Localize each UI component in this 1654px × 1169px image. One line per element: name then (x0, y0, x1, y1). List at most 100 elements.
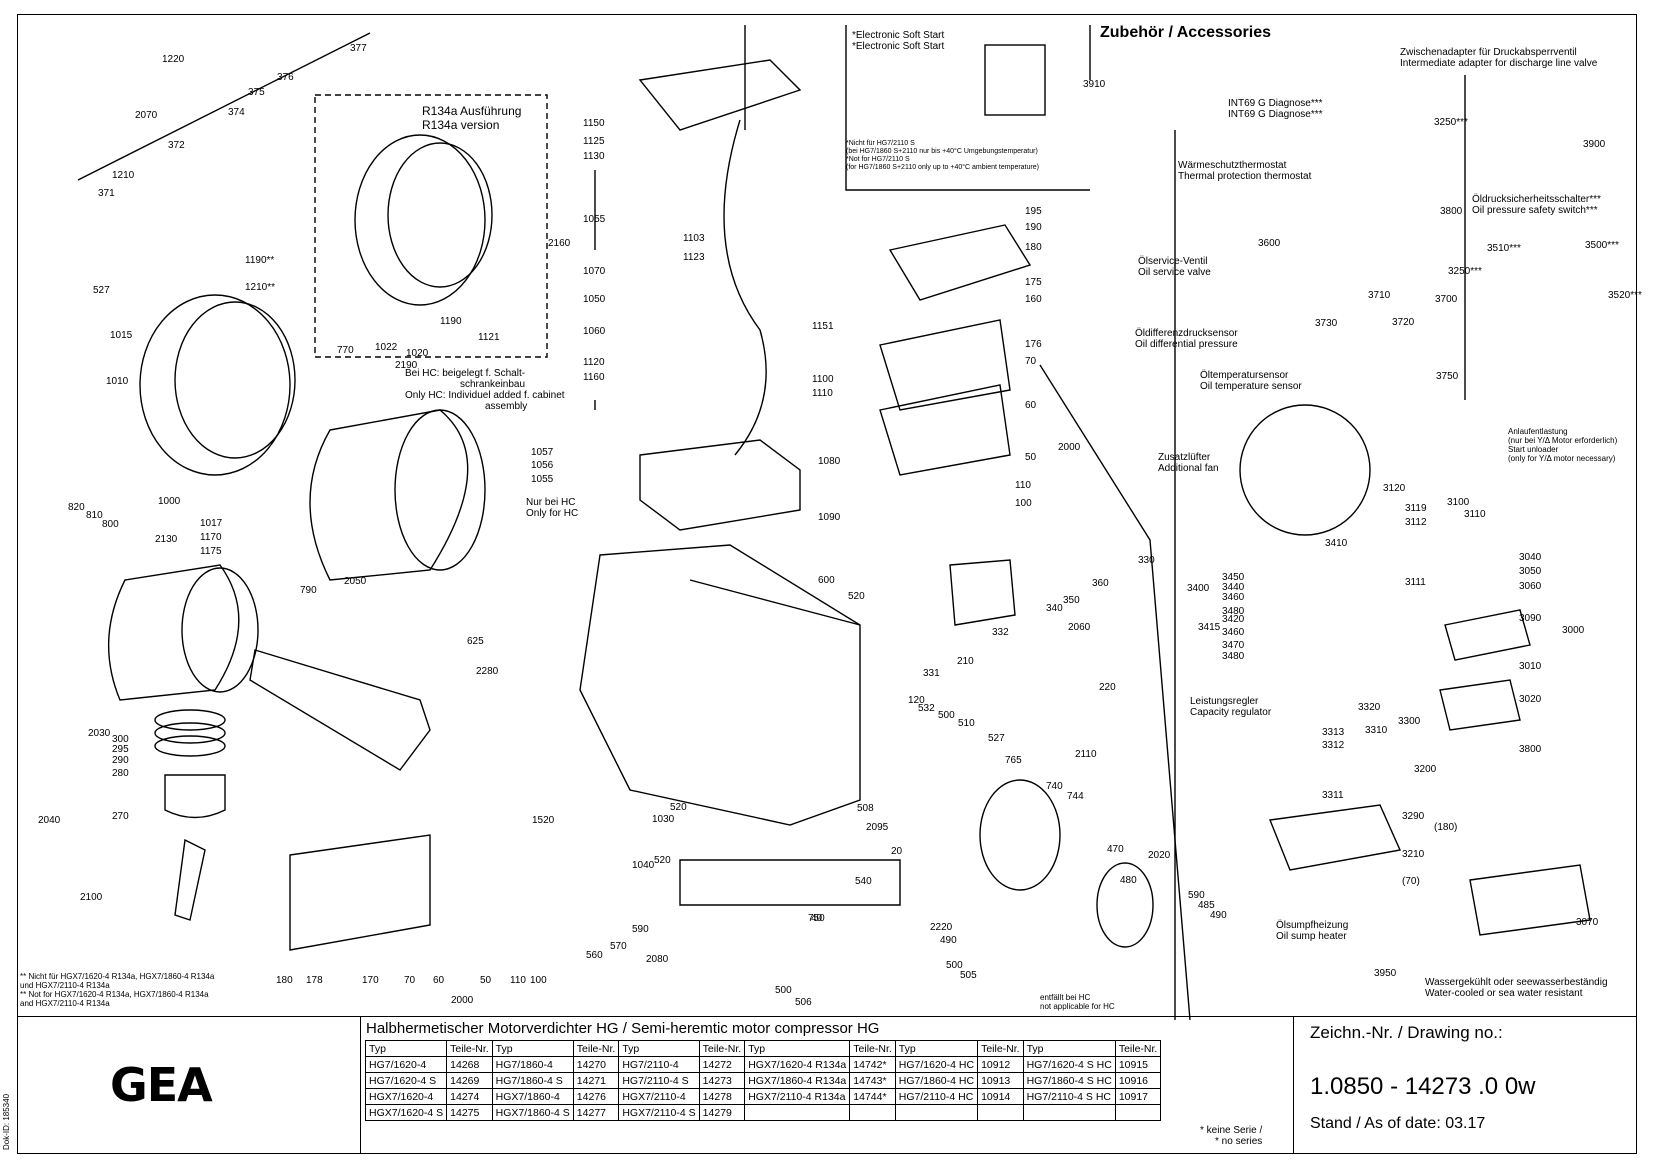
part-number-label: 2020 (1148, 850, 1171, 861)
r134a-de: R134a Ausführung (422, 104, 522, 118)
part-number-label: 790 (300, 585, 317, 596)
soft-start-line: *Electronic Soft Start (852, 30, 945, 41)
part-number-label: 120 (908, 695, 925, 706)
part-number-label: 376 (277, 72, 294, 83)
part-number-label: 1015 (110, 330, 133, 341)
intermediate-adapter-note: Zwischenadapter für Druckabsperrventil I… (1400, 47, 1597, 69)
parts-table-cell: HG7/1620-4 S HC (1022, 1056, 1116, 1073)
note-line: Öldifferenzdrucksensor (1135, 328, 1238, 339)
parts-table-cell: 14273 (698, 1072, 746, 1089)
parts-table-cell: HGX7/1860-4 S (491, 1104, 574, 1121)
part-number-label: 820 (68, 502, 85, 513)
part-number-label: 1175 (200, 546, 222, 557)
rotor-part (108, 564, 240, 701)
part-number-label: 1020 (406, 348, 429, 359)
parts-table-cell: 10913 (977, 1072, 1024, 1089)
part-number-label: 2130 (155, 534, 178, 545)
part-number-label: 1060 (583, 326, 606, 337)
crankcase-part (579, 544, 861, 826)
part-number-label: 3510*** (1487, 243, 1521, 254)
parts-table-cell: 14278 (698, 1088, 746, 1105)
part-number-label: 3750 (1436, 371, 1459, 382)
r134a-label: R134a Ausführung R134a version (422, 104, 521, 132)
part-number-label: 210 (957, 656, 974, 667)
part-number-label: 2080 (646, 954, 669, 965)
hc-cabinet-line: Only HC: Individuel added f. cabinet (405, 390, 565, 401)
part-number-label: 60 (1025, 400, 1037, 411)
note-line: Capacity regulator (1190, 707, 1272, 718)
note-line: INT69 G Diagnose*** (1228, 109, 1323, 120)
oil-pressure-switch-note: Öldrucksicherheitsschalter*** Oil pressu… (1472, 194, 1601, 216)
parts-table-header-cell: Teile-Nr. (977, 1040, 1024, 1057)
part-number-label: 331 (923, 668, 940, 679)
part-number-label: 40 (811, 913, 823, 924)
note-line: Oil pressure safety switch*** (1472, 205, 1598, 216)
part-number-label: 1040 (632, 860, 655, 871)
note-line: ** Not for HGX7/1620-4 R134a, HGX7/1860-… (20, 990, 209, 999)
part-number-label: 160 (1025, 294, 1042, 305)
part-number-label: 500 (775, 985, 792, 996)
part-number-label: 520 (654, 855, 671, 866)
part-number-label: 1103 (683, 233, 705, 244)
part-number-label: 1220 (162, 54, 185, 65)
parts-table-cell (894, 1104, 979, 1121)
part-number-label: 3210 (1402, 849, 1425, 860)
part-number-label: 505 (960, 970, 977, 981)
part-number-label: 3313 (1322, 727, 1345, 738)
part-number-label: 1022 (375, 342, 398, 353)
ambient-line: *Nicht für HG7/2110 S (846, 140, 915, 147)
parts-table-cell: HG7/1620-4 S (364, 1072, 448, 1089)
part-number-label: 740 (1046, 781, 1063, 792)
part-number-label: 590 (1188, 890, 1205, 901)
part-number-label: 1000 (158, 496, 181, 507)
parts-table-header-cell: Teile-Nr. (698, 1040, 746, 1057)
hc-legend: entfällt bei HC not applicable for HC (1040, 993, 1115, 1011)
parts-table-cell: HGX7/2110-4 S (618, 1104, 700, 1121)
note-line: (nur bei Y/Δ Motor erforderlich) (1508, 436, 1618, 445)
part-number-label: 3700 (1435, 294, 1458, 305)
part-number-label: 1080 (818, 456, 841, 467)
water-cooled-note: Wassergekühlt oder seewasserbeständig Wa… (1425, 977, 1608, 999)
part-number-label: 800 (102, 519, 119, 530)
part-number-label: 570 (610, 941, 627, 952)
part-number-label: 510 (958, 718, 975, 729)
part-number-label: 2100 (80, 892, 103, 903)
part-number-label: 3910 (1083, 79, 1106, 90)
oil-sump-note: Ölsumpfheizung Oil sump heater (1276, 920, 1348, 942)
parts-table-cell: 14275 (446, 1104, 493, 1121)
part-number-label: 1030 (652, 814, 675, 825)
parts-table-header-cell: Typ (491, 1040, 574, 1057)
parts-table-cell: HG7/2110-4 (618, 1056, 700, 1073)
part-number-label: 1100 (812, 374, 834, 385)
part-number-label: 3320 (1358, 702, 1381, 713)
conrod-part (174, 838, 206, 921)
parts-table-header-cell: Teile-Nr. (446, 1040, 493, 1057)
parts-table-cell: 10915 (1114, 1056, 1162, 1073)
note-line: Öltemperatursensor (1200, 370, 1289, 381)
part-number-label: 340 (1046, 603, 1063, 614)
int69-note: INT69 G Diagnose*** INT69 G Diagnose*** (1228, 98, 1323, 120)
part-number-label: 3120 (1383, 483, 1406, 494)
title-block-divider (360, 1016, 361, 1154)
part-number-label: 3710 (1368, 290, 1391, 301)
drawing-number: 1.0850 - 14273 .0 0w (1310, 1073, 1536, 1100)
note-line: ** Nicht für HGX7/1620-4 R134a, HGX7/186… (20, 972, 215, 981)
part-number-label: 1190 (440, 316, 462, 327)
part-number-label: 100 (530, 975, 547, 986)
part-number-label: 2190 (395, 360, 418, 371)
not-for-hgx-note: ** Nicht für HGX7/1620-4 R134a, HGX7/186… (20, 972, 214, 1008)
parts-table-cell (849, 1104, 896, 1121)
part-number-label: 3800 (1440, 206, 1463, 217)
r134a-dashed-box (314, 94, 548, 358)
part-number-label: 527 (93, 285, 110, 296)
note-line: * no series (1215, 1136, 1263, 1147)
parts-table-header-cell: Typ (744, 1040, 851, 1057)
part-number-label: 1120 (583, 357, 605, 368)
parts-table-cell: HG7/1620-4 (364, 1056, 448, 1073)
parts-table-cell: 10917 (1114, 1088, 1162, 1105)
part-number-label: 1110 (812, 388, 833, 399)
